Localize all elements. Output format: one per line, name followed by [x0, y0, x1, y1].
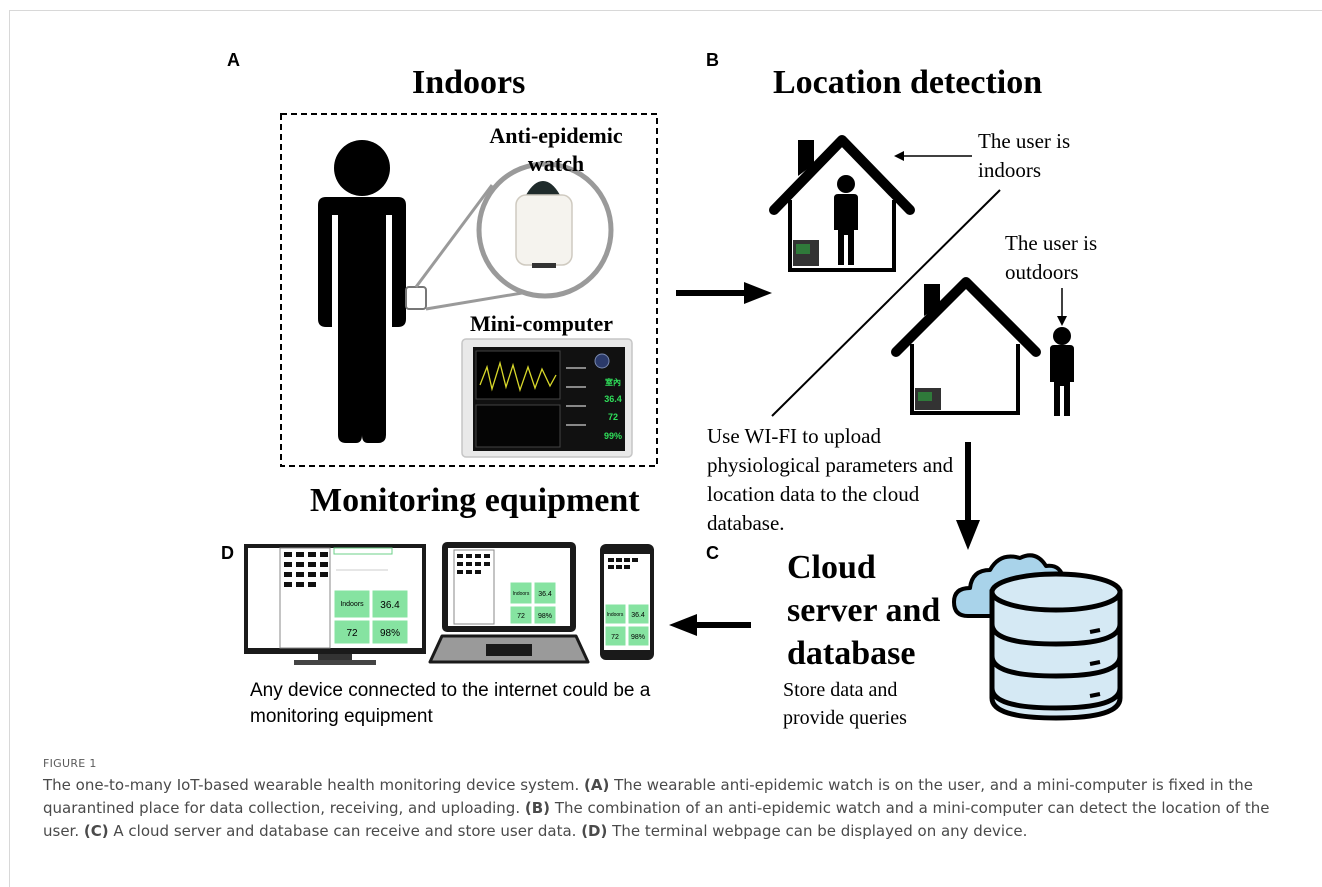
screen-spo2-value: 99%	[604, 431, 622, 441]
outdoor-house-icon	[891, 277, 1041, 415]
monitor-tile-temperature: 36.4	[380, 600, 400, 611]
arrow-b-to-c	[956, 442, 980, 550]
location-illustration	[769, 135, 1074, 417]
wifi-upload-text: Use WI-FI to upload physiological parame…	[707, 424, 954, 535]
caption-tag-c: (C)	[83, 822, 109, 840]
panel-b-title: Location detection	[773, 64, 1043, 101]
phone-device: Indoors 36.4 72 98%	[600, 544, 654, 660]
screen-temperature-value: 36.4	[604, 394, 622, 404]
monitor-tile-location: Indoors	[340, 601, 364, 608]
caption-text-b: The combination of an anti-epidemic watc…	[43, 799, 1270, 840]
waveform-line	[479, 360, 557, 393]
phone-tile-location: Indoors	[607, 612, 624, 618]
anti-epidemic-watch-device	[515, 181, 573, 268]
cloud-database-illustration	[952, 553, 1123, 721]
watch-label: Anti-epidemic watch	[489, 123, 623, 176]
person-icon	[318, 140, 406, 443]
devices-illustration: Indoors 36.4 72 98% Indoors 36.4 72 98%	[244, 542, 654, 665]
figure-caption: The one-to-many IoT-based wearable healt…	[43, 774, 1303, 843]
outdoor-person-icon	[1050, 327, 1074, 416]
screen-location-value: 室內	[605, 377, 621, 387]
laptop-tile-spo2: 98%	[538, 613, 552, 620]
panel-d-note: Any device connected to the internet cou…	[250, 680, 651, 727]
user-outdoors-label: The user is outdoors	[1005, 231, 1098, 284]
laptop-tile-temperature: 36.4	[538, 591, 552, 598]
arrow-c-to-d	[669, 614, 751, 636]
caption-tag-b: (B)	[524, 799, 551, 817]
monitoring-equipment-title: Monitoring equipment	[310, 482, 640, 519]
caption-intro: The one-to-many IoT-based wearable healt…	[43, 776, 580, 794]
panel-d-letter: D	[221, 543, 234, 563]
mini-computer-device: 室內 36.4 72 99%	[461, 338, 633, 458]
monitor-tile-heart-rate: 72	[346, 628, 358, 639]
figure-label: FIGURE 1	[43, 757, 97, 770]
user-indoors-label: The user is indoors	[978, 129, 1071, 182]
panel-a-letter: A	[227, 50, 240, 70]
panel-a-title: Indoors	[412, 64, 526, 101]
laptop-tile-location: Indoors	[513, 591, 530, 597]
divider-line	[771, 189, 1001, 417]
caption-text-c: A cloud server and database can receive …	[113, 822, 577, 840]
indoors-illustration: 室內 36.4 72 99%	[280, 113, 658, 467]
mini-computer-label: Mini-computer	[470, 311, 613, 336]
panel-c-subtitle: Store data and provide queries	[783, 679, 907, 729]
caption-tag-a: (A)	[584, 776, 610, 794]
caption-tag-d: (D)	[581, 822, 608, 840]
screen-heart-rate-value: 72	[608, 412, 618, 422]
caption-text-d: The terminal webpage can be displayed on…	[612, 822, 1028, 840]
phone-tile-heart-rate: 72	[611, 634, 619, 641]
panel-c-title: Cloud server and database	[787, 549, 941, 672]
indoors-dashed-boundary	[280, 113, 658, 467]
arrow-a-to-b	[676, 282, 772, 304]
caption-text-a: The wearable anti-epidemic watch is on t…	[43, 776, 1253, 817]
phone-tile-spo2: 98%	[631, 634, 645, 641]
monitor-tile-spo2: 98%	[380, 628, 400, 639]
indoor-house-icon	[769, 135, 915, 272]
laptop-device: Indoors 36.4 72 98%	[428, 542, 590, 664]
figure-frame	[9, 10, 1322, 887]
indoor-person-icon	[834, 175, 858, 265]
monitor-device: Indoors 36.4 72 98%	[244, 544, 426, 665]
panel-b-letter: B	[706, 50, 719, 70]
panel-c-letter: C	[706, 543, 719, 563]
database-icon	[989, 571, 1123, 721]
wrist-watch-marker	[405, 286, 427, 310]
laptop-tile-heart-rate: 72	[517, 613, 525, 620]
phone-tile-temperature: 36.4	[631, 612, 645, 619]
